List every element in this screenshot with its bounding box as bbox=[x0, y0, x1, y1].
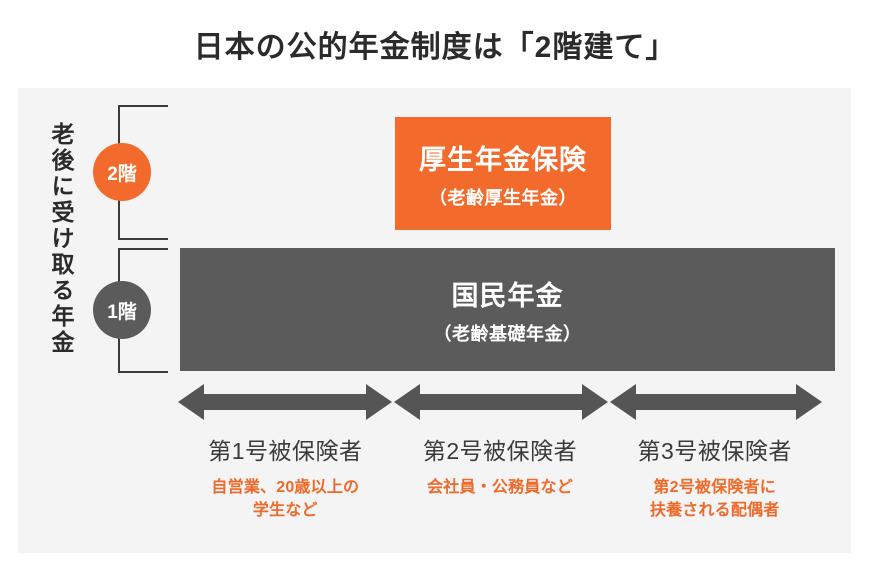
insured-categories: 第1号被保険者 自営業、20歳以上の 学生など 第2号被保険者 会社員・公務員な… bbox=[178, 432, 822, 542]
tier-box-kosei-nenkin: 厚生年金保険 （老齢厚生年金） bbox=[395, 117, 611, 230]
tier-kokumin-name: 国民年金 bbox=[451, 280, 564, 311]
floor-badge-2: 2階 bbox=[93, 143, 151, 201]
floor-badge-2-label: 2階 bbox=[107, 163, 137, 185]
category-2-title: 第2号被保険者 bbox=[422, 438, 578, 464]
category-1-desc-line2: 学生など bbox=[252, 502, 318, 520]
tier-kosei-subname: （老齢厚生年金） bbox=[429, 187, 577, 208]
category-column-1: 第1号被保険者 自営業、20歳以上の 学生など bbox=[178, 432, 393, 542]
vertical-axis-label: 老後に受け取る年金 bbox=[48, 122, 74, 356]
double-headed-arrow-icon-1 bbox=[178, 384, 392, 420]
category-column-2: 第2号被保険者 会社員・公務員など bbox=[393, 432, 608, 542]
category-1-description: 自営業、20歳以上の 学生など bbox=[178, 476, 393, 522]
floor-badge-1: 1階 bbox=[93, 281, 151, 339]
insured-category-arrows bbox=[178, 380, 822, 424]
double-headed-arrow-icon-3 bbox=[610, 384, 822, 420]
tier-kosei-name: 厚生年金保険 bbox=[419, 144, 587, 175]
double-headed-arrow-icon-group bbox=[178, 384, 822, 420]
category-3-desc-line2: 扶養される配偶者 bbox=[649, 502, 780, 520]
category-1-title: 第1号被保険者 bbox=[208, 438, 363, 464]
category-2-description: 会社員・公務員など bbox=[393, 476, 608, 499]
double-headed-arrow-icon-2 bbox=[394, 384, 608, 420]
category-1-desc-line1: 自営業、20歳以上の bbox=[211, 479, 360, 496]
category-3-title: 第3号被保険者 bbox=[637, 438, 792, 464]
tier-box-kokumin-nenkin: 国民年金 （老齢基礎年金） bbox=[180, 248, 835, 371]
category-3-description: 第2号被保険者に 扶養される配偶者 bbox=[607, 476, 822, 522]
tier-kokumin-subname: （老齢基礎年金） bbox=[433, 323, 582, 344]
category-3-desc-line1: 第2号被保険者に bbox=[653, 479, 776, 496]
page-title: 日本の公的年金制度は「2階建て」 bbox=[193, 31, 677, 64]
floor-badge-1-label: 1階 bbox=[107, 301, 137, 323]
category-2-desc-line1: 会社員・公務員など bbox=[427, 479, 573, 496]
category-column-3: 第3号被保険者 第2号被保険者に 扶養される配偶者 bbox=[607, 432, 822, 542]
